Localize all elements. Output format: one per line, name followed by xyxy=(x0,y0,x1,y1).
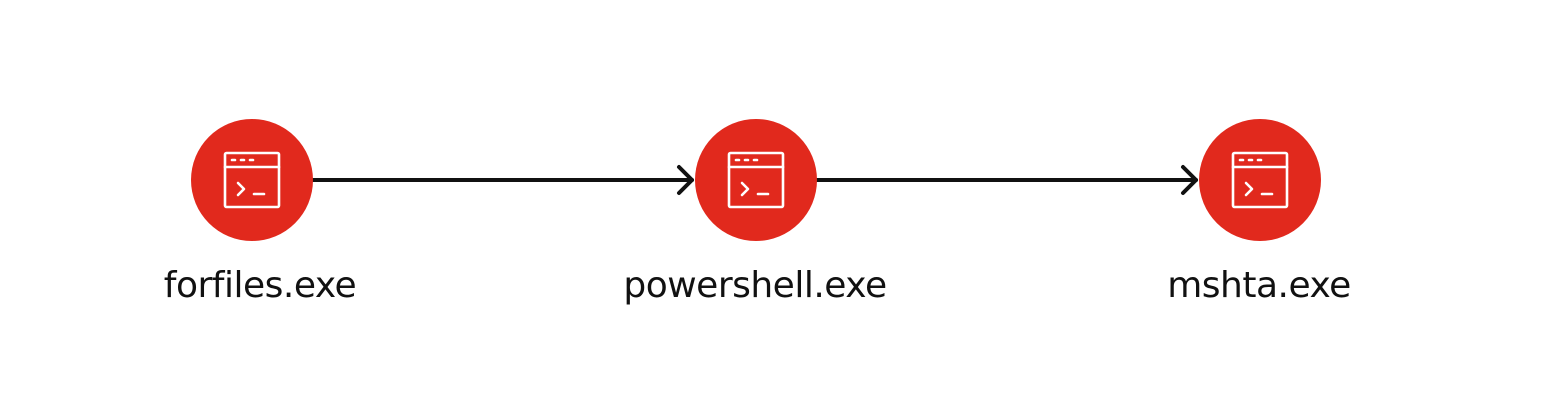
node-label-forfiles: forfiles.exe xyxy=(163,265,357,306)
arrowhead-icon xyxy=(677,165,694,195)
terminal-window-icon xyxy=(223,151,281,209)
terminal-window-icon xyxy=(727,151,785,209)
node-circle xyxy=(191,119,313,241)
arrowhead-icon xyxy=(1181,165,1198,195)
edge-forfiles-to-powershell xyxy=(311,165,694,195)
terminal-window-icon xyxy=(1231,151,1289,209)
node-label-powershell: powershell.exe xyxy=(623,265,887,306)
node-circle xyxy=(695,119,817,241)
node-label-mshta: mshta.exe xyxy=(1167,265,1351,306)
node-circle xyxy=(1199,119,1321,241)
node-forfiles[interactable] xyxy=(191,119,313,241)
node-mshta[interactable] xyxy=(1199,119,1321,241)
edge-powershell-to-mshta xyxy=(815,165,1198,195)
node-powershell[interactable] xyxy=(695,119,817,241)
